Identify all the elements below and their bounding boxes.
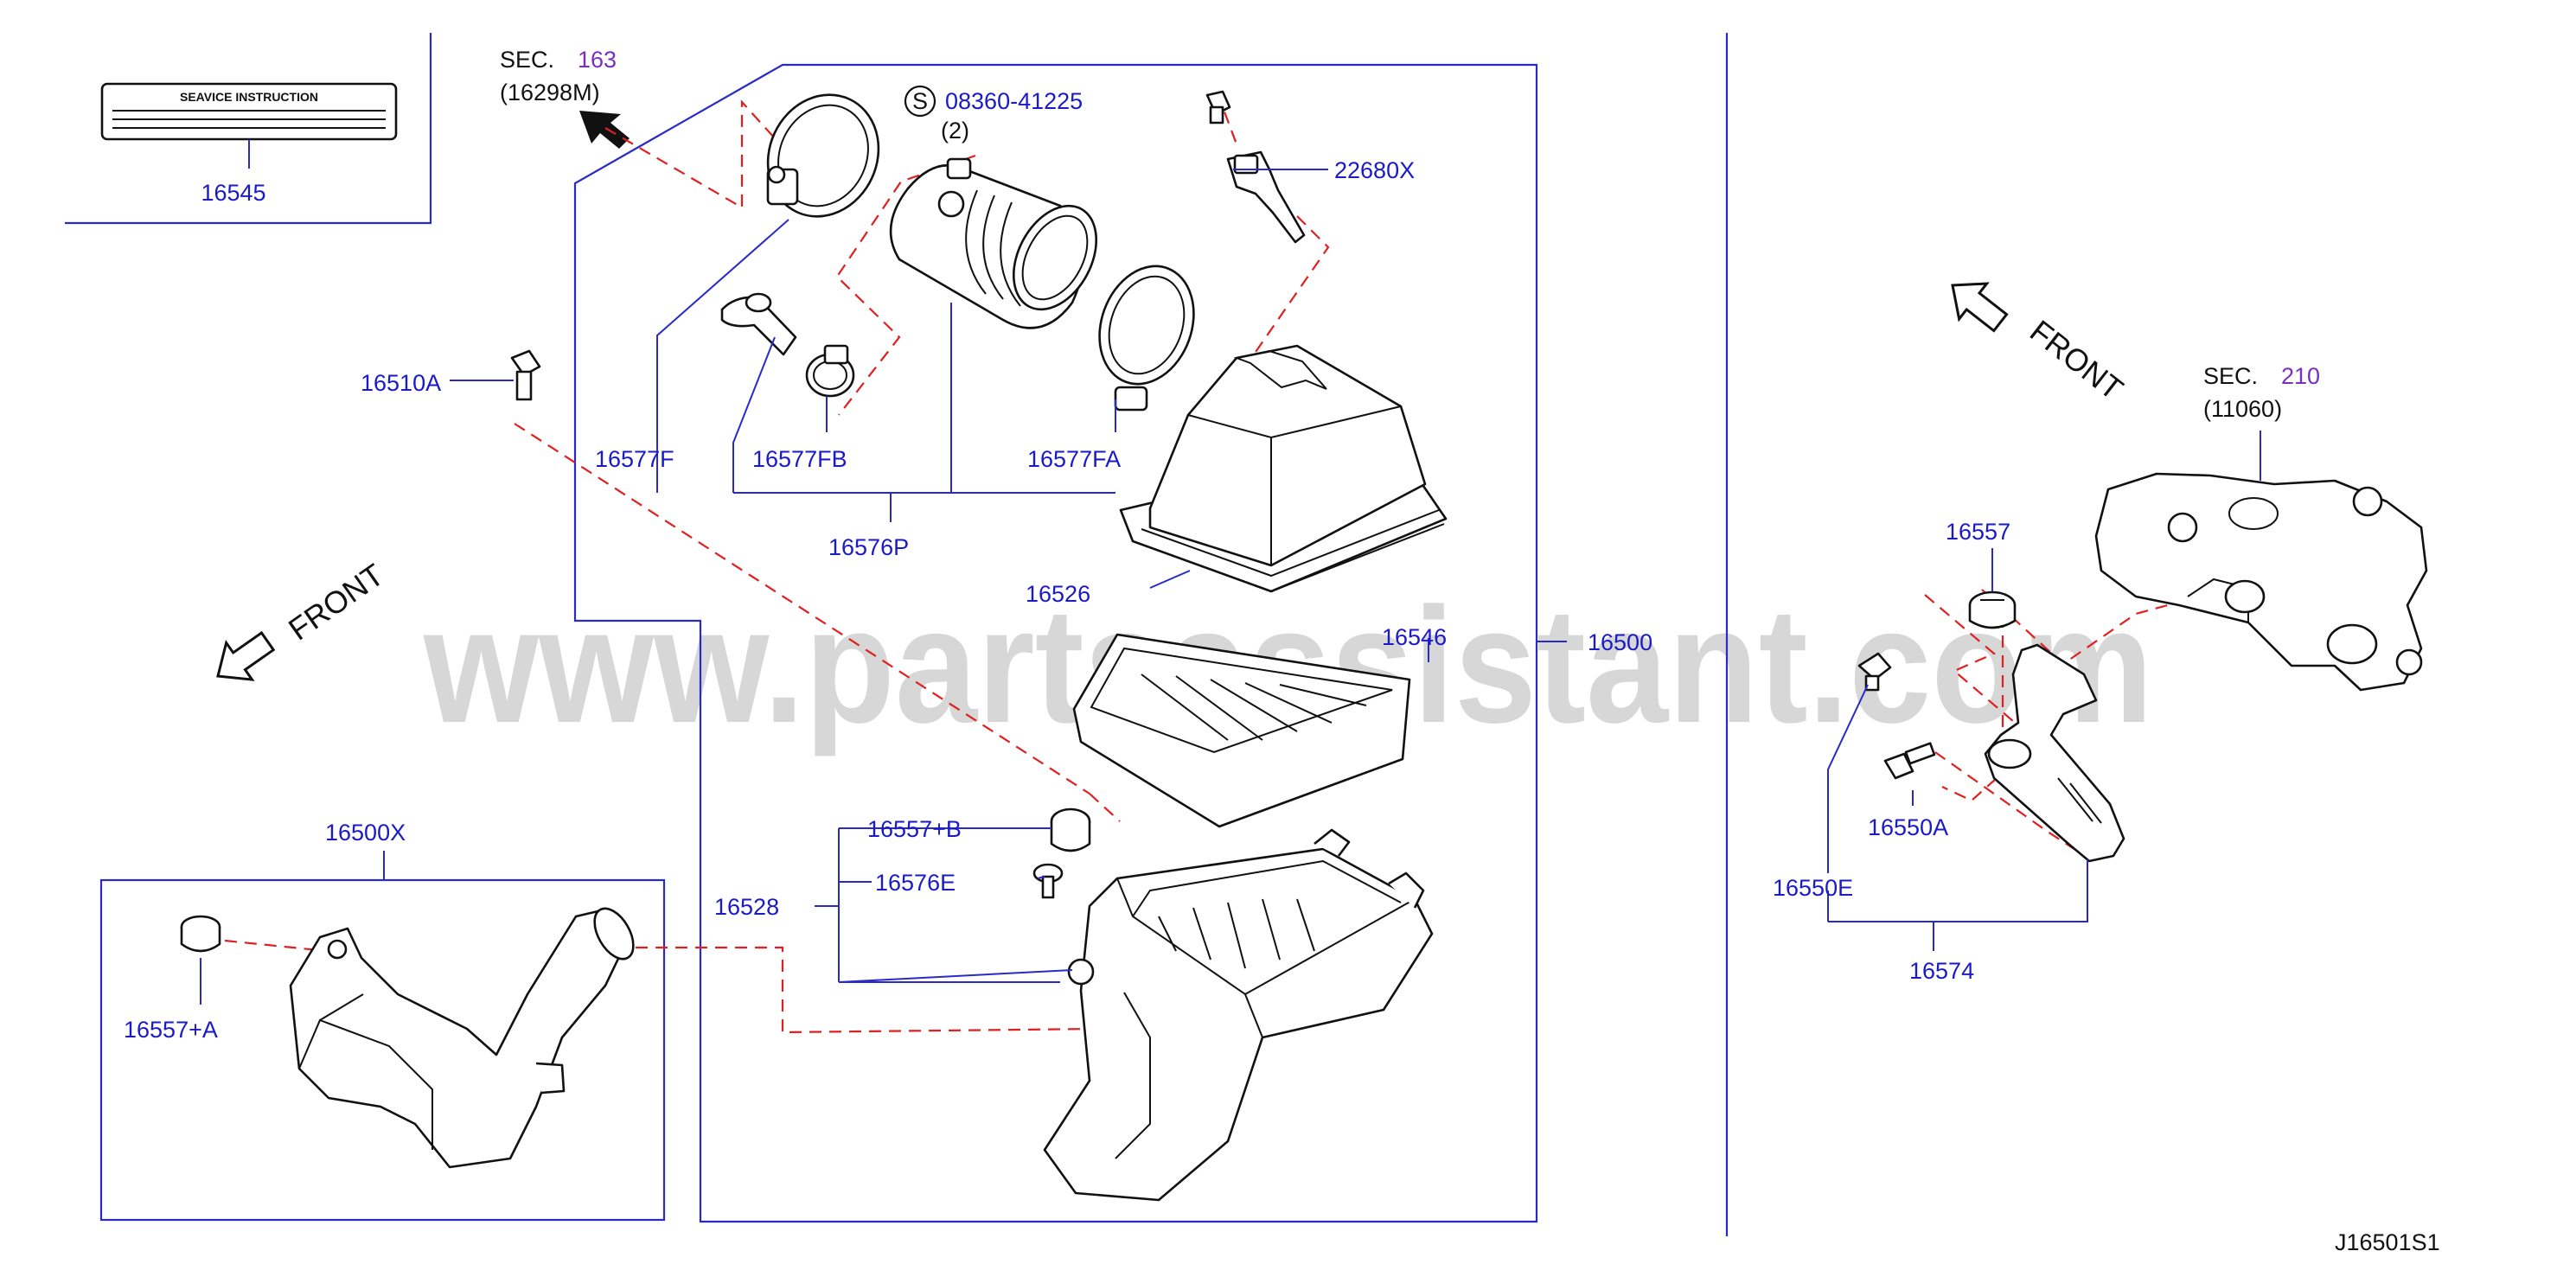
part-label-16500x[interactable]: 16500X bbox=[325, 820, 406, 846]
section-163-number[interactable]: 163 bbox=[578, 47, 617, 73]
screw-08360[interactable] bbox=[1205, 90, 1231, 124]
part-label-16546[interactable]: 16546 bbox=[1382, 624, 1447, 650]
clip-16576e[interactable] bbox=[1032, 863, 1064, 899]
part-label-16510a[interactable]: 16510A bbox=[361, 370, 441, 396]
front-label-right: FRONT bbox=[2023, 313, 2130, 407]
front-label-left: FRONT bbox=[282, 557, 390, 648]
part-label-16550e[interactable]: 16550E bbox=[1773, 875, 1853, 901]
part-label-16528[interactable]: 16528 bbox=[714, 894, 779, 920]
service-instruction-title: SEAVICE INSTRUCTION bbox=[180, 90, 318, 104]
screw-quantity: (2) bbox=[941, 118, 969, 144]
part-label-16577fb[interactable]: 16577FB bbox=[752, 446, 847, 472]
grommet-16557a[interactable] bbox=[180, 915, 221, 953]
part-label-16500[interactable]: 16500 bbox=[1588, 629, 1652, 655]
duct-hose-16576p[interactable] bbox=[889, 157, 1113, 329]
section-210-prefix: SEC. bbox=[2203, 363, 2258, 389]
part-label-16576p[interactable]: 16576P bbox=[828, 534, 909, 560]
part-label-16545[interactable]: 16545 bbox=[201, 180, 265, 206]
section-163-prefix: SEC. bbox=[500, 47, 554, 73]
section-210-code: (11060) bbox=[2203, 396, 2282, 422]
air-cleaner-cover-16526[interactable] bbox=[1119, 344, 1448, 593]
section-163-code: (16298M) bbox=[500, 80, 600, 105]
throttle-body-11060[interactable] bbox=[2094, 472, 2428, 692]
bracket-16574[interactable] bbox=[1984, 643, 2125, 863]
part-label-16576e[interactable]: 16576E bbox=[875, 870, 956, 896]
air-duct-16500x[interactable] bbox=[289, 902, 642, 1169]
grommet-16557b[interactable] bbox=[1050, 807, 1091, 852]
section-163-arrow-icon bbox=[579, 111, 630, 149]
part-label-16526[interactable]: 16526 bbox=[1026, 581, 1090, 607]
part-label-08360-41225[interactable]: 08360-41225 bbox=[945, 88, 1083, 114]
airflow-sensor-22680x[interactable] bbox=[1226, 150, 1306, 244]
clip-16550e[interactable] bbox=[1857, 652, 1892, 692]
part-label-22680x[interactable]: 22680X bbox=[1334, 157, 1415, 183]
sub-assembly-frame-16500x bbox=[99, 878, 666, 1222]
screw-symbol-icon bbox=[904, 85, 936, 118]
part-label-16557a[interactable]: 16557+A bbox=[124, 1017, 218, 1043]
part-label-16557[interactable]: 16557 bbox=[1946, 519, 2010, 545]
part-label-16574[interactable]: 16574 bbox=[1909, 958, 1974, 984]
front-arrow-right-icon bbox=[1951, 282, 2009, 333]
air-cleaner-body-16528[interactable] bbox=[1043, 828, 1434, 1202]
grommet-16557[interactable] bbox=[1968, 590, 2017, 629]
service-label-frame bbox=[65, 33, 432, 225]
hose-16577fb[interactable] bbox=[720, 292, 797, 356]
clamp-16577f[interactable] bbox=[748, 77, 898, 235]
filter-element-16546[interactable] bbox=[1072, 633, 1411, 828]
part-label-16557b[interactable]: 16557+B bbox=[867, 816, 962, 842]
front-arrow-left-icon bbox=[216, 630, 276, 681]
bolt-16510a[interactable] bbox=[510, 349, 541, 401]
screw-symbol: S bbox=[912, 88, 928, 114]
clamp-16577fb[interactable] bbox=[805, 344, 855, 398]
leader-lines bbox=[200, 169, 2261, 1005]
part-label-16577f[interactable]: 16577F bbox=[595, 446, 674, 472]
part-label-16577fa[interactable]: 16577FA bbox=[1027, 446, 1121, 472]
bolt-16550a[interactable] bbox=[1883, 742, 1936, 780]
assembly-frame-16500 bbox=[573, 63, 1538, 1223]
service-instruction-label[interactable]: SEAVICE INSTRUCTION bbox=[100, 82, 398, 141]
section-210-number[interactable]: 210 bbox=[2281, 363, 2320, 389]
diagram-id: J16501S1 bbox=[2335, 1229, 2440, 1255]
clamp-16577fa[interactable] bbox=[1083, 252, 1210, 412]
part-label-16550a[interactable]: 16550A bbox=[1868, 814, 1948, 840]
